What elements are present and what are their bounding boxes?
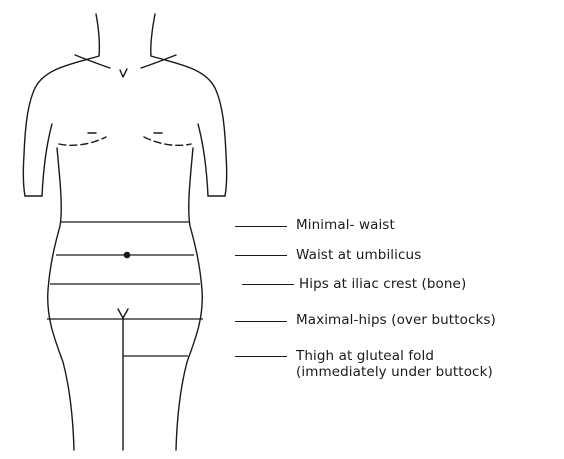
- label-thigh-line2: (immediately under buttock): [296, 365, 493, 380]
- left-torso-side: [48, 148, 74, 450]
- neck-left-outline: [96, 14, 99, 56]
- umbilicus-dot: [124, 252, 131, 259]
- umbilicus-leader: [235, 255, 287, 256]
- maximal-hips-leader: [235, 321, 287, 322]
- left-breast-curve: [59, 137, 106, 145]
- right-inner-arm: [198, 124, 208, 196]
- label-thigh-line1: Thigh at gluteal fold: [296, 349, 434, 364]
- minimal-waist-leader: [235, 226, 287, 227]
- crotch-mark: [118, 309, 128, 318]
- left-inner-arm: [42, 124, 52, 196]
- left-shoulder-arm-outline: [23, 56, 99, 196]
- label-hips-iliac: Hips at iliac crest (bone): [299, 277, 466, 292]
- label-maximal-hips: Maximal-hips (over buttocks): [296, 313, 496, 328]
- label-minimal-waist: Minimal- waist: [296, 218, 395, 233]
- suprasternal-notch: [120, 69, 127, 77]
- right-shoulder-arm-outline: [151, 56, 227, 196]
- neck-right-outline: [151, 14, 155, 56]
- right-torso-side: [176, 148, 202, 450]
- right-breast-curve: [144, 137, 191, 145]
- label-waist-umbilicus: Waist at umbilicus: [296, 248, 421, 263]
- thigh-leader: [235, 356, 287, 357]
- iliac-crest-leader: [242, 284, 294, 285]
